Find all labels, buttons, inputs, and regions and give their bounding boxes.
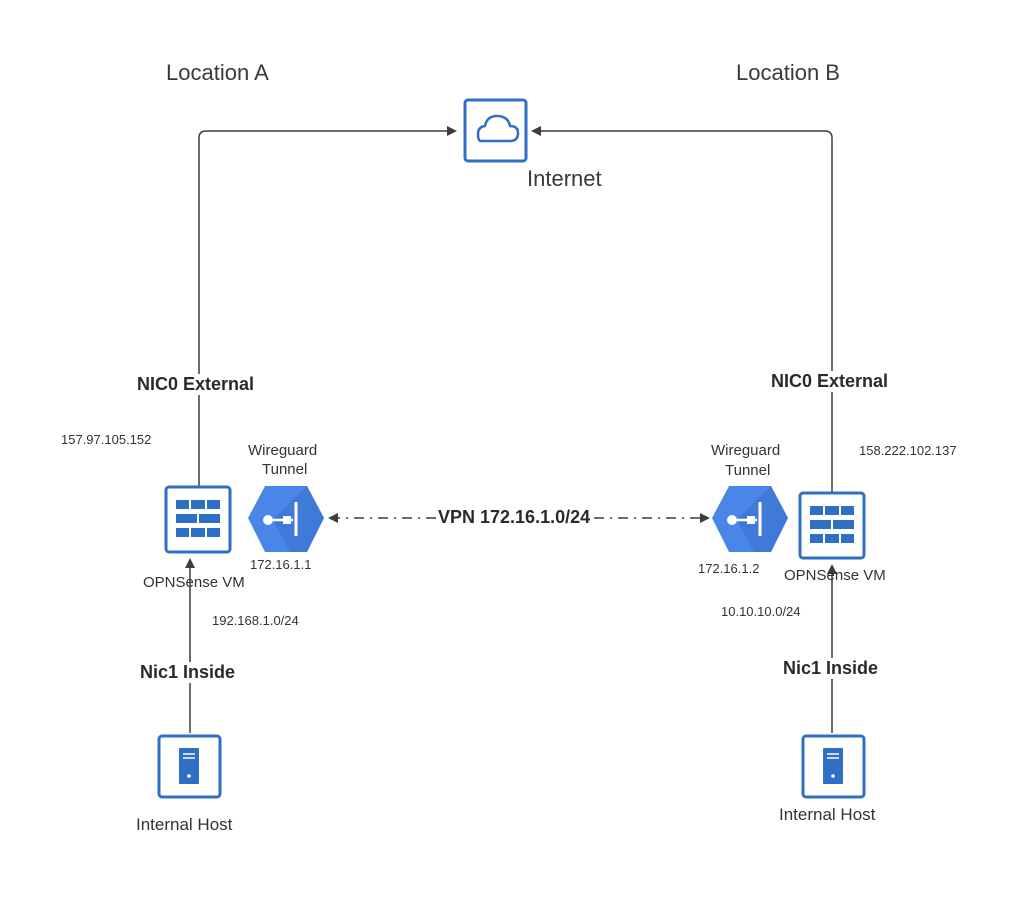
wireguard-tunnel-icon — [712, 486, 788, 552]
location-b-label: Location B — [736, 60, 840, 85]
site-b-tunnel-label-line1: Wireguard — [711, 442, 781, 459]
firewall-icon — [164, 485, 232, 554]
site-a-host-label: Internal Host — [136, 815, 233, 834]
site-a-inside-subnet: 192.168.1.0/24 — [212, 613, 299, 628]
site-b-tunnel-label-line2: Tunnel — [725, 462, 771, 479]
vpn-label: VPN 172.16.1.0/24 — [436, 507, 593, 528]
location-a-label: Location A — [166, 60, 269, 85]
wireguard-tunnel-icon — [248, 486, 324, 552]
site-b-nic0-label: NIC0 External — [771, 371, 889, 392]
site-a-tunnel-label-line1: Wireguard — [248, 442, 318, 459]
site-a-tunnel-ip: 172.16.1.1 — [250, 557, 312, 572]
site-b-external-ip: 158.222.102.137 — [859, 443, 957, 458]
firewall-icon — [798, 491, 866, 560]
internet-label: Internet — [527, 166, 602, 191]
site-b-inside-subnet: 10.10.10.0/24 — [721, 604, 801, 619]
site-a-external-ip: 157.97.105.152 — [61, 432, 152, 447]
site-a-tunnel-label-line2: Tunnel — [262, 461, 308, 478]
site-a-nic0-label: NIC0 External — [137, 374, 255, 395]
site-a-vm-label: OPNSense VM — [143, 574, 245, 591]
server-icon — [157, 734, 222, 799]
site-b-vm-label: OPNSense VM — [784, 567, 886, 584]
cloud-icon — [463, 98, 528, 163]
site-b-nic1-label: Nic1 Inside — [783, 658, 879, 679]
site-a-nic1-label: Nic1 Inside — [140, 662, 236, 683]
server-icon — [801, 734, 866, 799]
site-b-host-label: Internal Host — [779, 805, 876, 824]
connector-b-to-internet — [531, 126, 833, 493]
site-b-tunnel-ip: 172.16.1.2 — [698, 561, 760, 576]
connector-a-to-internet — [198, 126, 457, 487]
